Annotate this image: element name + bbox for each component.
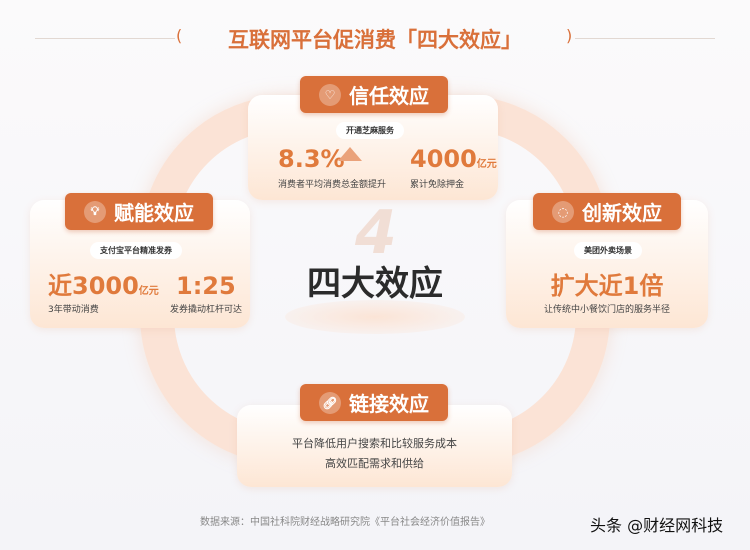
trust-tag: 开通芝麻服务 [336, 122, 404, 139]
innovate-tag: 美团外卖场景 [574, 242, 642, 259]
empower-stat1: 近3000亿元 [48, 274, 159, 298]
lightbulb-icon: 💡︎ [84, 200, 106, 223]
empower-effect-label: 赋能效应 [114, 201, 194, 225]
title-bracket-left: ( [176, 26, 183, 45]
title-divider-right [575, 38, 715, 39]
trust-effect-label: 信任效应 [349, 84, 429, 108]
title-bracket-right: ) [566, 26, 573, 45]
empower-stat2-desc: 发券撬动杠杆可达 [170, 305, 243, 315]
link-line2: 高效匹配需求和供给 [325, 457, 424, 470]
link-effect-label: 链接效应 [349, 392, 429, 416]
badge-icon: ◌ [552, 200, 574, 223]
heart-icon: ♡ [319, 83, 341, 106]
title-divider-left [35, 38, 175, 39]
empower-stat2-value: 1:25 [176, 272, 236, 300]
trust-stat1-value: 8.3% [278, 145, 345, 173]
innovate-stat1-desc: 让传统中小餐饮门店的服务半径 [543, 305, 670, 315]
watermark: 头条 @财经网科技 [590, 516, 724, 535]
trust-stat2-unit: 亿元 [476, 159, 497, 170]
innovate-stat1-value: 扩大近1倍 [550, 272, 664, 300]
trust-effect-header: ♡ 信任效应 [300, 76, 448, 113]
center-pedestal [285, 300, 465, 334]
trust-stat1-desc: 消费者平均消费总金额提升 [278, 180, 387, 190]
trust-stat2-value: 4000 [410, 145, 477, 173]
empower-stat1-value: 近3000 [48, 272, 139, 300]
innovate-effect-header: ◌ 创新效应 [533, 193, 681, 230]
innovate-effect-label: 创新效应 [582, 201, 662, 225]
up-arrow-icon [338, 147, 362, 161]
link-line1: 平台降低用户搜索和比较服务成本 [292, 437, 457, 450]
trust-stat2: 4000亿元 [410, 147, 497, 171]
empower-tag: 支付宝平台精准发券 [90, 242, 182, 259]
empower-stat1-desc: 3年带动消费 [48, 305, 99, 315]
empower-effect-header: 💡︎ 赋能效应 [65, 193, 213, 230]
trust-stat2-desc: 累计免除押金 [410, 180, 465, 190]
empower-stat1-unit: 亿元 [138, 286, 159, 297]
link-effect-header: 🔗︎ 链接效应 [300, 384, 448, 421]
page-title: 互联网平台促消费「四大效应」 [228, 28, 522, 52]
center-label: 四大效应 [307, 264, 443, 304]
link-icon: 🔗︎ [319, 391, 341, 414]
center-watermark-number: 4 [355, 198, 397, 268]
data-source: 数据来源：中国社科院财经战略研究院《平台社会经济价值报告》 [200, 517, 490, 528]
